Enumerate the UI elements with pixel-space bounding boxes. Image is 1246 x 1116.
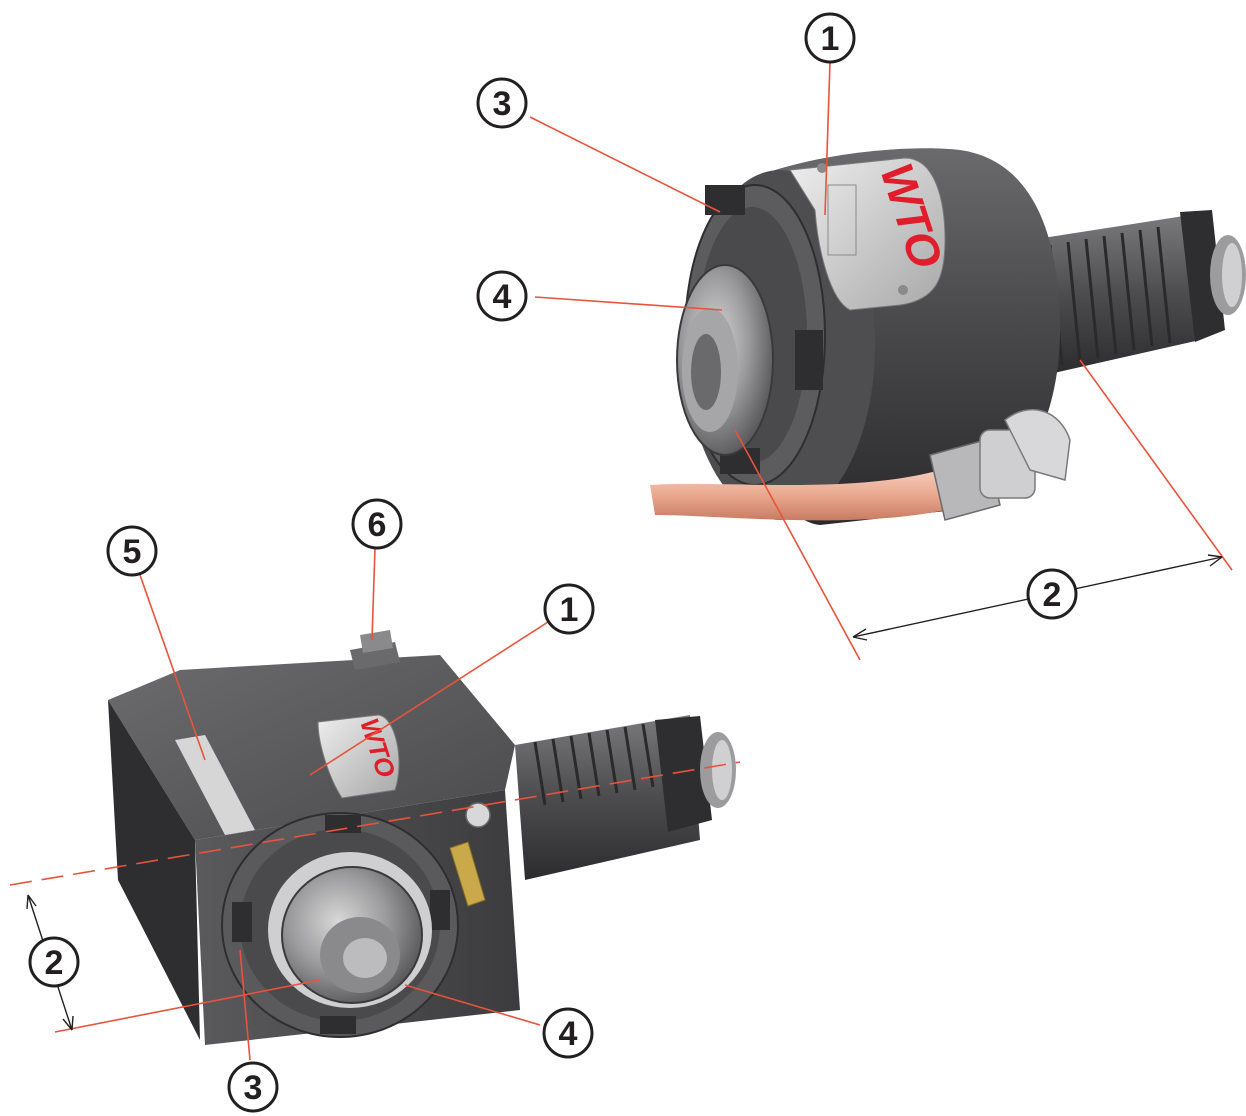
bottom-label-area [175, 735, 255, 835]
bottom-top-cap [350, 630, 400, 670]
bottom-leader-1 [309, 621, 549, 776]
callout-bottom-5: 5 [106, 525, 158, 577]
bottom-axis-line [9, 761, 741, 886]
callout-top-3: 3 [476, 77, 528, 129]
top-axis-front-line [734, 429, 861, 661]
callout-top-2: 2 [1026, 568, 1078, 620]
bottom-leader-6 [371, 547, 376, 641]
svg-text:5: 5 [123, 533, 142, 571]
top-leader-4 [534, 296, 723, 311]
callout-top-1: 1 [804, 12, 856, 64]
top-shank [1030, 210, 1246, 375]
svg-text:1: 1 [560, 591, 579, 629]
bottom-leader-5 [139, 574, 206, 761]
bottom-shank [515, 715, 736, 880]
svg-text:4: 4 [559, 1015, 578, 1053]
bottom-axis-lower-line [54, 979, 321, 1033]
svg-text:1: 1 [821, 20, 840, 58]
callout-bottom-4: 4 [542, 1007, 594, 1059]
svg-text:6: 6 [368, 506, 387, 544]
top-leader-1 [824, 61, 831, 216]
svg-text:4: 4 [493, 278, 512, 316]
bottom-collet [268, 852, 432, 1008]
top-leader-3 [529, 116, 721, 213]
callout-bottom-2: 2 [28, 936, 80, 988]
callout-bottom-3: 3 [227, 1061, 279, 1113]
svg-text:2: 2 [1043, 576, 1062, 614]
callout-bottom-1: 1 [543, 583, 595, 635]
callout-bottom-6: 6 [351, 498, 403, 550]
bottom-adjust-screw [449, 802, 491, 907]
svg-text:3: 3 [244, 1069, 263, 1107]
callout-top-4: 4 [476, 270, 528, 322]
top-coolant-hose [650, 409, 1071, 521]
bottom-leader-3 [239, 949, 251, 1061]
svg-text:2: 2 [45, 944, 64, 982]
top-axis-rear-line [1079, 359, 1233, 571]
svg-text:3: 3 [493, 85, 512, 123]
bottom-leader-4 [404, 984, 541, 1026]
bottom-block-side [108, 700, 200, 1040]
top-collet [676, 264, 774, 456]
straight-tool-holder: WTO [529, 61, 1246, 661]
bottom-brand-plate: WTO [317, 714, 401, 799]
angled-tool-holder: WTO [9, 547, 741, 1061]
